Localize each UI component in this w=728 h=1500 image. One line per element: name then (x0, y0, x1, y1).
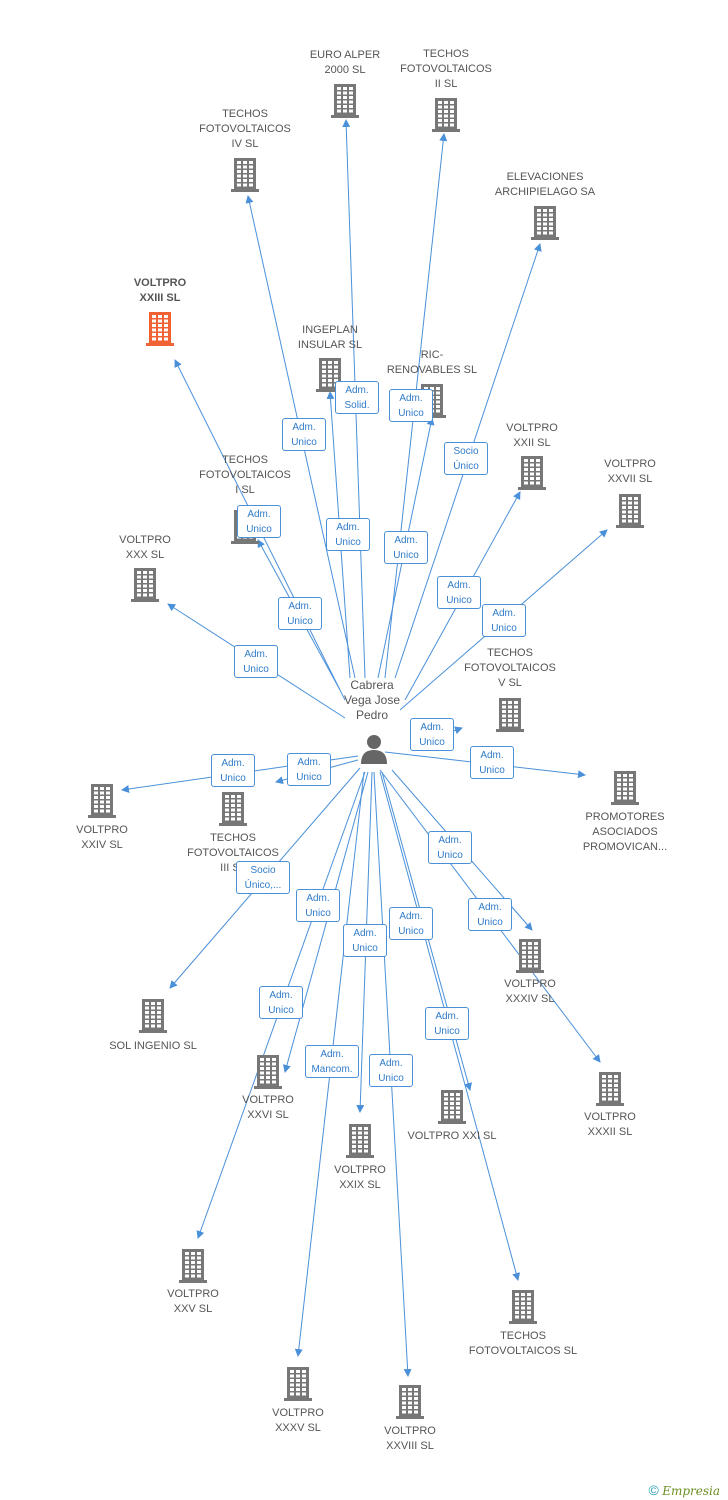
relation-badge-r21: Adm. Unico (389, 907, 433, 940)
company-label-n16[interactable]: VOLTPRO XXXIV SL (504, 978, 556, 1005)
company-label-n13[interactable]: VOLTPRO XXIV SL (76, 824, 128, 851)
relation-badge-r24: Adm. Unico (369, 1054, 413, 1087)
company-label-n17[interactable]: SOL INGENIO SL (109, 1040, 197, 1052)
relation-badge-r20: Adm. Unico (343, 924, 387, 957)
company-label-n2[interactable]: TECHOS FOTOVOLTAICOS II SL (400, 48, 492, 90)
footer-brand[interactable]: © Empresia (649, 1482, 720, 1498)
building-icon[interactable] (130, 568, 160, 602)
relation-badge-r18: Adm. Unico (296, 889, 340, 922)
relation-badge-r12: Adm. Unico (410, 718, 454, 751)
relation-badge-r2: Adm. Unico (389, 389, 433, 422)
relation-badge-r4: Socio Único (444, 442, 488, 475)
building-icon[interactable] (345, 1124, 375, 1158)
building-icon[interactable] (495, 698, 525, 732)
building-icon[interactable] (283, 1367, 313, 1401)
company-label-n23[interactable]: TECHOS FOTOVOLTAICOS SL (468, 1330, 578, 1357)
building-icon[interactable] (253, 1055, 283, 1089)
building-icon[interactable] (218, 792, 248, 826)
building-icon[interactable] (517, 456, 547, 490)
relation-badge-r6: Adm. Unico (326, 518, 370, 551)
relation-badge-r22: Adm. Unico (259, 986, 303, 1019)
relation-badge-r15: Adm. Unico (287, 753, 331, 786)
building-icon[interactable] (595, 1072, 625, 1106)
building-icon[interactable] (178, 1249, 208, 1283)
building-icon[interactable] (87, 784, 117, 818)
company-label-n24[interactable]: VOLTPRO XXXV SL (272, 1407, 324, 1434)
company-label-n18[interactable]: VOLTPRO XXVI SL (242, 1094, 294, 1121)
building-icon[interactable] (431, 98, 461, 132)
building-icon[interactable] (610, 771, 640, 805)
relation-badge-r13: Adm. Unico (470, 746, 514, 779)
building-icon[interactable] (395, 1385, 425, 1419)
relation-badge-r23: Adm. Mancom. (305, 1045, 359, 1078)
building-icon[interactable] (530, 206, 560, 240)
company-label-n21[interactable]: VOLTPRO XXIX SL (334, 1164, 386, 1191)
relation-badge-r3: Adm. Unico (282, 418, 326, 451)
company-label-n11[interactable]: VOLTPRO XXX SL (119, 534, 171, 561)
relation-badge-r7: Adm. Unico (384, 531, 428, 564)
company-label-n4[interactable]: ELEVACIONES ARCHIPIELAGO SA (494, 171, 596, 198)
center-person-name[interactable]: Cabrera Vega Jose Pedro (343, 678, 401, 722)
company-label-n1[interactable]: EURO ALPER 2000 SL (309, 49, 381, 76)
company-label-n3[interactable]: TECHOS FOTOVOLTAICOS IV SL (199, 108, 291, 150)
relation-badge-r8: Adm. Unico (437, 576, 481, 609)
relation-badge-r19: Adm. Unico (468, 898, 512, 931)
relation-badge-r11: Adm. Unico (234, 645, 278, 678)
relation-badge-r25: Adm. Unico (425, 1007, 469, 1040)
building-icon[interactable] (508, 1290, 538, 1324)
copyright-icon: © (648, 1482, 659, 1498)
company-label-n12[interactable]: TECHOS FOTOVOLTAICOS V SL (464, 647, 556, 689)
company-label-n10[interactable]: TECHOS FOTOVOLTAICOS I SL (199, 454, 291, 496)
building-icon[interactable] (138, 999, 168, 1033)
company-label-n14[interactable]: TECHOS FOTOVOLTAICOS III SL (187, 832, 279, 874)
relation-badge-r14: Adm. Unico (211, 754, 255, 787)
building-icon[interactable] (145, 312, 175, 346)
person-icon[interactable] (359, 732, 389, 766)
relation-badge-r17: Socio Único,... (236, 861, 290, 894)
company-label-n20[interactable]: VOLTPRO XXI SL (407, 1130, 497, 1142)
company-label-n25[interactable]: VOLTPRO XXVIII SL (384, 1425, 436, 1452)
relation-badge-r9: Adm. Unico (482, 604, 526, 637)
company-label-n6[interactable]: INGEPLAN INSULAR SL (297, 324, 363, 351)
relation-badge-r16: Adm. Unico (428, 831, 472, 864)
building-icon[interactable] (615, 494, 645, 528)
relation-badge-r1: Adm. Solid. (335, 381, 379, 414)
relation-badge-r5: Adm. Unico (237, 505, 281, 538)
company-label-n19[interactable]: VOLTPRO XXXII SL (584, 1111, 636, 1138)
company-label-n8[interactable]: VOLTPRO XXII SL (506, 422, 558, 449)
company-label-n15[interactable]: PROMOTORES ASOCIADOS PROMOVICAN... (582, 811, 668, 853)
building-icon[interactable] (330, 84, 360, 118)
company-label-n5[interactable]: VOLTPRO XXIII SL (133, 277, 187, 304)
company-label-n9[interactable]: VOLTPRO XXVII SL (604, 458, 656, 485)
building-icon[interactable] (437, 1090, 467, 1124)
company-label-n22[interactable]: VOLTPRO XXV SL (167, 1288, 219, 1315)
company-label-n7[interactable]: RIC- RENOVABLES SL (386, 349, 478, 376)
brand-logo: Empresia (662, 1484, 720, 1498)
building-icon[interactable] (230, 158, 260, 192)
relation-badge-r10: Adm. Unico (278, 597, 322, 630)
building-icon[interactable] (515, 939, 545, 973)
link-line-18 (283, 771, 369, 1073)
